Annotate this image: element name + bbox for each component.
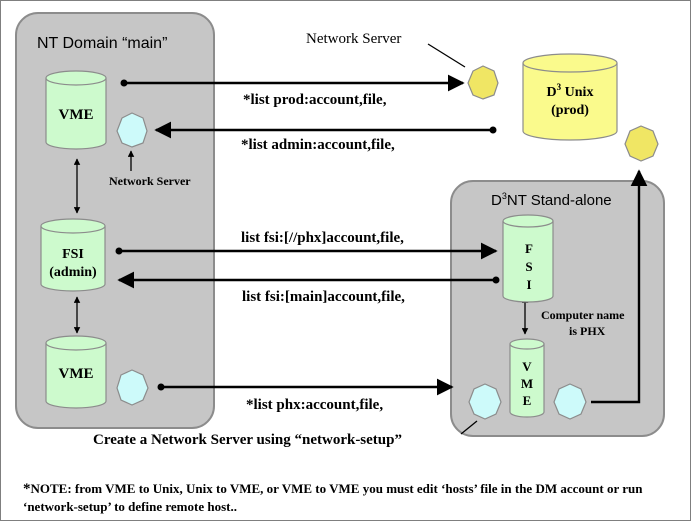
network-server-unix xyxy=(624,125,659,162)
fsi-admin-cylinder: FSI (admin) xyxy=(40,218,106,292)
left-network-server-label: Network Server xyxy=(109,174,191,188)
arrow-standalone-server-to-unix xyxy=(591,169,648,404)
d3-unix-sublabel: (prod) xyxy=(551,103,589,118)
footnote: *NOTE: from VME to Unix, Unix to VME, or… xyxy=(23,480,683,516)
command-list-prod: *list prod:account,file, xyxy=(243,92,387,108)
computer-name-line1: Computer name xyxy=(541,308,625,322)
fsi-vertical-i: I xyxy=(526,277,531,292)
fsi-standalone-cylinder: F S I xyxy=(502,214,554,303)
fsi-vertical-s: S xyxy=(525,259,532,274)
vme-vertical-m: M xyxy=(521,376,533,391)
command-list-admin: *list admin:account,file, xyxy=(241,137,395,153)
vme-top-label: VME xyxy=(59,107,94,123)
network-server-top xyxy=(467,65,499,100)
footnote-text: NOTE: from VME to Unix, Unix to VME, or … xyxy=(23,481,643,514)
pointer-top-network-server xyxy=(427,43,466,68)
create-network-server-caption: Create a Network Server using “network-s… xyxy=(93,432,402,448)
d3-unix-label: D3 Unix xyxy=(547,82,594,100)
top-network-server-label: Network Server xyxy=(306,31,401,47)
command-list-phx: *list phx:account,file, xyxy=(246,397,383,413)
fsi-admin-label: FSI xyxy=(62,247,84,262)
standalone-title: D3NT Stand-alone xyxy=(491,191,612,209)
footnote-star: * xyxy=(23,481,31,497)
nt-domain-title: NT Domain “main” xyxy=(37,35,167,52)
command-list-fsi-main: list fsi:[main]account,file, xyxy=(242,289,405,305)
network-server-vme-bottom xyxy=(116,369,149,406)
vme-bottom-cylinder: VME xyxy=(45,335,107,409)
vme-vertical-e: E xyxy=(523,393,532,408)
network-server-standalone-left xyxy=(468,383,502,420)
fsi-admin-sublabel: (admin) xyxy=(49,265,97,280)
network-server-standalone-right xyxy=(553,383,587,420)
vme-top-cylinder: VME xyxy=(45,70,107,150)
network-server-vme-top xyxy=(116,112,148,148)
vme-bottom-label: VME xyxy=(59,366,94,382)
command-list-fsi-phx: list fsi:[//phx]account,file, xyxy=(241,230,404,246)
pointer-create-network-server xyxy=(460,420,478,435)
vme-standalone-cylinder: V M E xyxy=(509,338,545,418)
d3-unix-cylinder: D3 Unix (prod) xyxy=(522,53,618,141)
vme-vertical-v: V xyxy=(522,359,532,374)
fsi-vertical-f: F xyxy=(525,241,533,256)
computer-name-line2: is PHX xyxy=(569,324,606,338)
